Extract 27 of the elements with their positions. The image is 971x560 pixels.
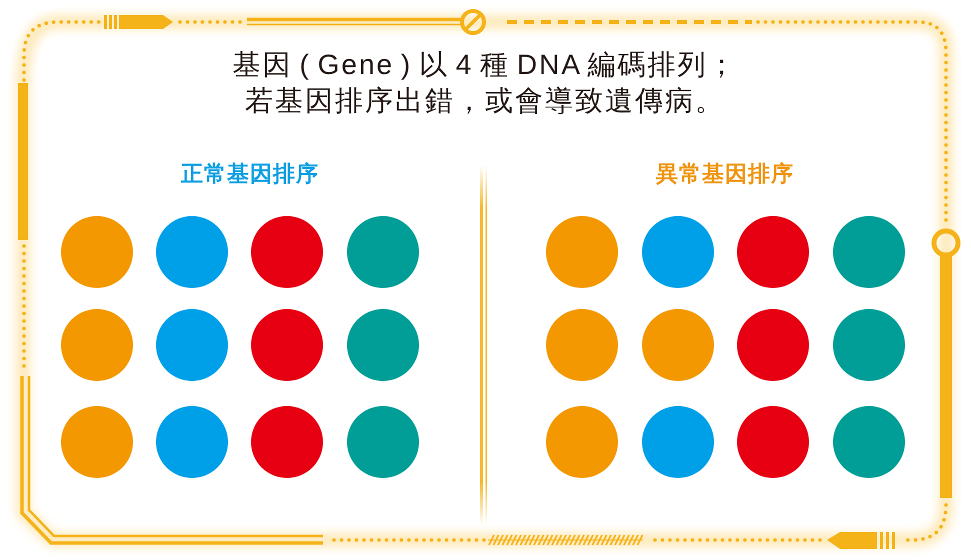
sequence-dot	[546, 309, 618, 381]
sequence-dot	[61, 309, 133, 381]
sequence-dot	[642, 309, 714, 381]
sequence-dot	[251, 216, 323, 288]
sequence-dot	[737, 406, 809, 478]
sequence-dot	[833, 406, 905, 478]
sequence-dot	[347, 406, 419, 478]
sequence-dot	[546, 216, 618, 288]
sequence-dot	[61, 406, 133, 478]
sequence-dot	[347, 216, 419, 288]
sequence-dot	[737, 216, 809, 288]
title: 基因 ( Gene ) 以 4 種 DNA 編碼排列；若基因排序出錯，或會導致遺傳病。	[232, 48, 738, 118]
sequence-dot	[737, 309, 809, 381]
sequence-dot	[156, 216, 228, 288]
sequence-dot	[251, 406, 323, 478]
sequence-dot	[642, 216, 714, 288]
sequence-dot	[61, 216, 133, 288]
sequence-dot	[347, 309, 419, 381]
sequence-dot	[833, 309, 905, 381]
section-heading: 異常基因排序	[656, 160, 794, 188]
sequence-dot	[642, 406, 714, 478]
sequence-dot	[156, 406, 228, 478]
sequence-dot	[251, 309, 323, 381]
sequence-dot	[546, 406, 618, 478]
section-heading: 正常基因排序	[181, 160, 319, 188]
sequence-dot	[156, 309, 228, 381]
sequence-dot	[833, 216, 905, 288]
